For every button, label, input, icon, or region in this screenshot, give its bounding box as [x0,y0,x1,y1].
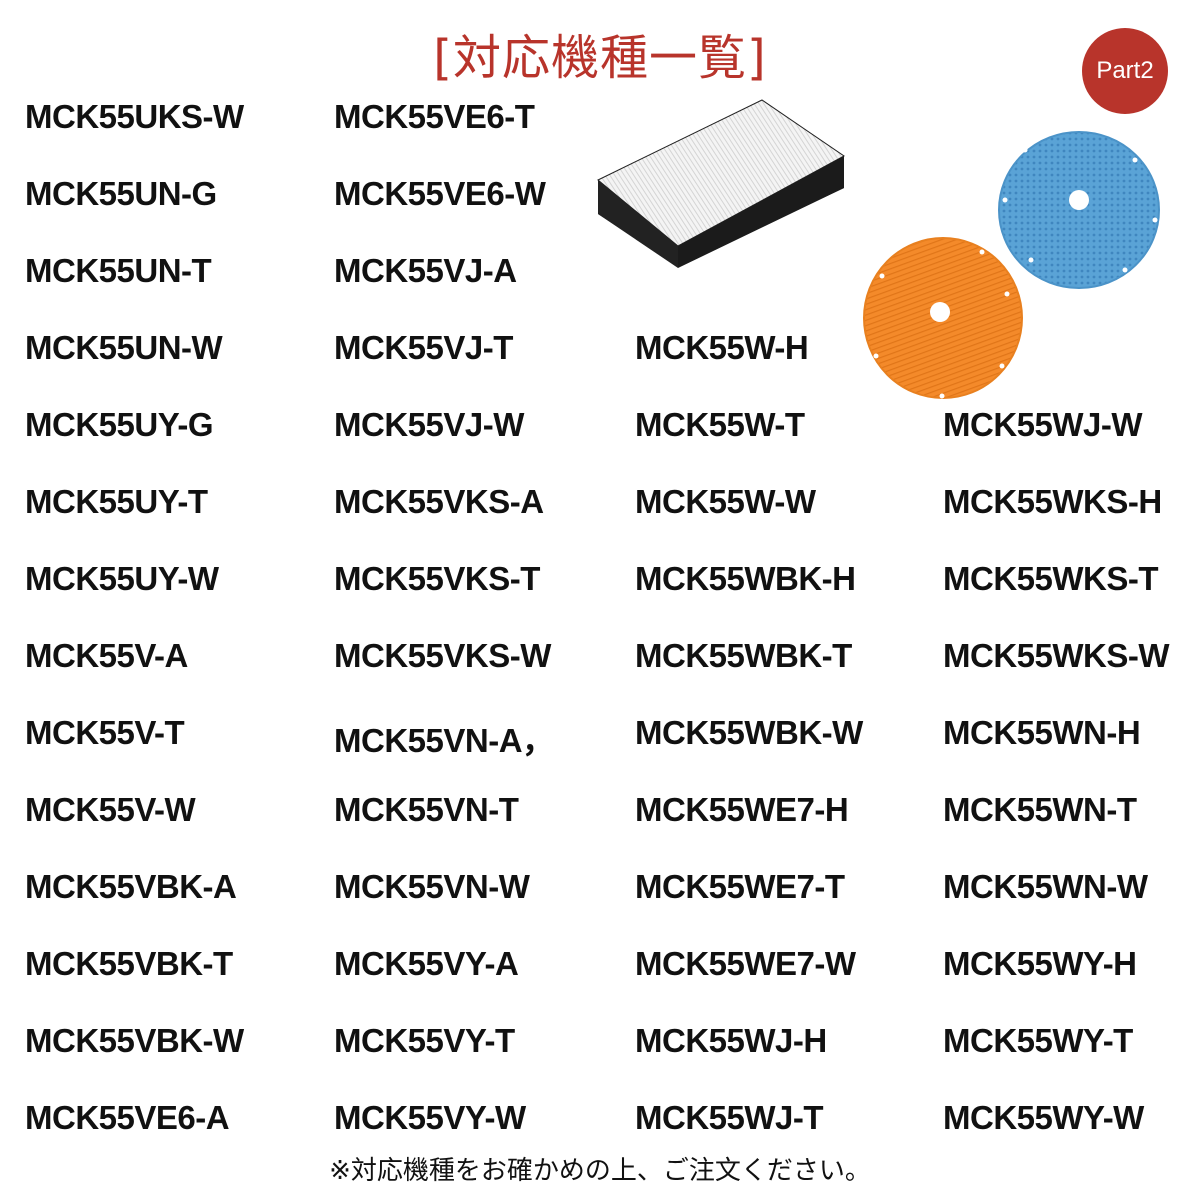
model-name: MCK55VN-W [334,868,530,905]
model-name: MCK55WN-W [943,868,1148,905]
model-name: MCK55WE7-T [635,868,845,905]
model-name: MCK55WY-W [943,1099,1144,1136]
model-name: MCK55WJ-T [635,1099,824,1136]
model-name: MCK55UN-W [25,329,223,366]
model-name: MCK55VY-T [334,1022,515,1059]
model-name: MCK55WBK-H [635,560,856,597]
model-name: MCK55VN-A， [334,722,555,759]
model-name: MCK55UN-T [25,252,212,289]
model-name: MCK55VKS-T [334,560,540,597]
model-name: MCK55W-H [635,329,809,366]
model-name: MCK55V-W [25,791,196,828]
model-name: MCK55WKS-H [943,483,1162,520]
model-name: MCK55WBK-T [635,637,852,674]
model-name: MCK55VE6-A [25,1099,230,1136]
model-name: MCK55VBK-W [25,1022,244,1059]
model-name: MCK55VJ-A [334,252,517,289]
page-title: [対応機種一覧] [433,30,767,86]
model-name: MCK55VKS-W [334,637,551,674]
orange-humidifier-filter-image [863,237,1023,399]
part-badge: Part2 [1082,28,1168,114]
model-name: MCK55UKS-W [25,98,244,135]
model-name: MCK55WY-H [943,945,1137,982]
model-name: MCK55VE6-W [334,175,546,212]
model-name: MCK55UY-G [25,406,214,443]
model-name: MCK55UN-G [25,175,217,212]
model-name: MCK55V-A [25,637,188,674]
model-name: MCK55VY-A [334,945,519,982]
model-name: MCK55VKS-A [334,483,544,520]
model-name: MCK55VJ-W [334,406,524,443]
model-name: MCK55W-W [635,483,816,520]
model-name: MCK55WKS-W [943,637,1169,674]
model-name: MCK55WJ-H [635,1022,827,1059]
model-name: MCK55WE7-H [635,791,849,828]
hepa-filter-image [597,99,845,268]
model-name: MCK55VBK-A [25,868,237,905]
model-name: MCK55WN-H [943,714,1141,751]
model-name: MCK55VN-T [334,791,519,828]
model-name: MCK55UY-W [25,560,219,597]
model-name: MCK55WJ-W [943,406,1143,443]
model-name: MCK55WN-T [943,791,1137,828]
model-name: MCK55WBK-W [635,714,863,751]
model-name: MCK55V-T [25,714,185,751]
model-name: MCK55UY-T [25,483,208,520]
model-name: MCK55WY-T [943,1022,1133,1059]
model-name: MCK55WKS-T [943,560,1159,597]
order-note: ※対応機種をお確かめの上、ご注文ください。 [329,1156,871,1186]
model-name: MCK55W-T [635,406,805,443]
model-name: MCK55VY-W [334,1099,526,1136]
model-name: MCK55VE6-T [334,98,535,135]
model-name: MCK55WE7-W [635,945,856,982]
blue-humidifier-filter-image [998,131,1160,289]
model-name: MCK55VBK-T [25,945,233,982]
model-name: MCK55VJ-T [334,329,513,366]
